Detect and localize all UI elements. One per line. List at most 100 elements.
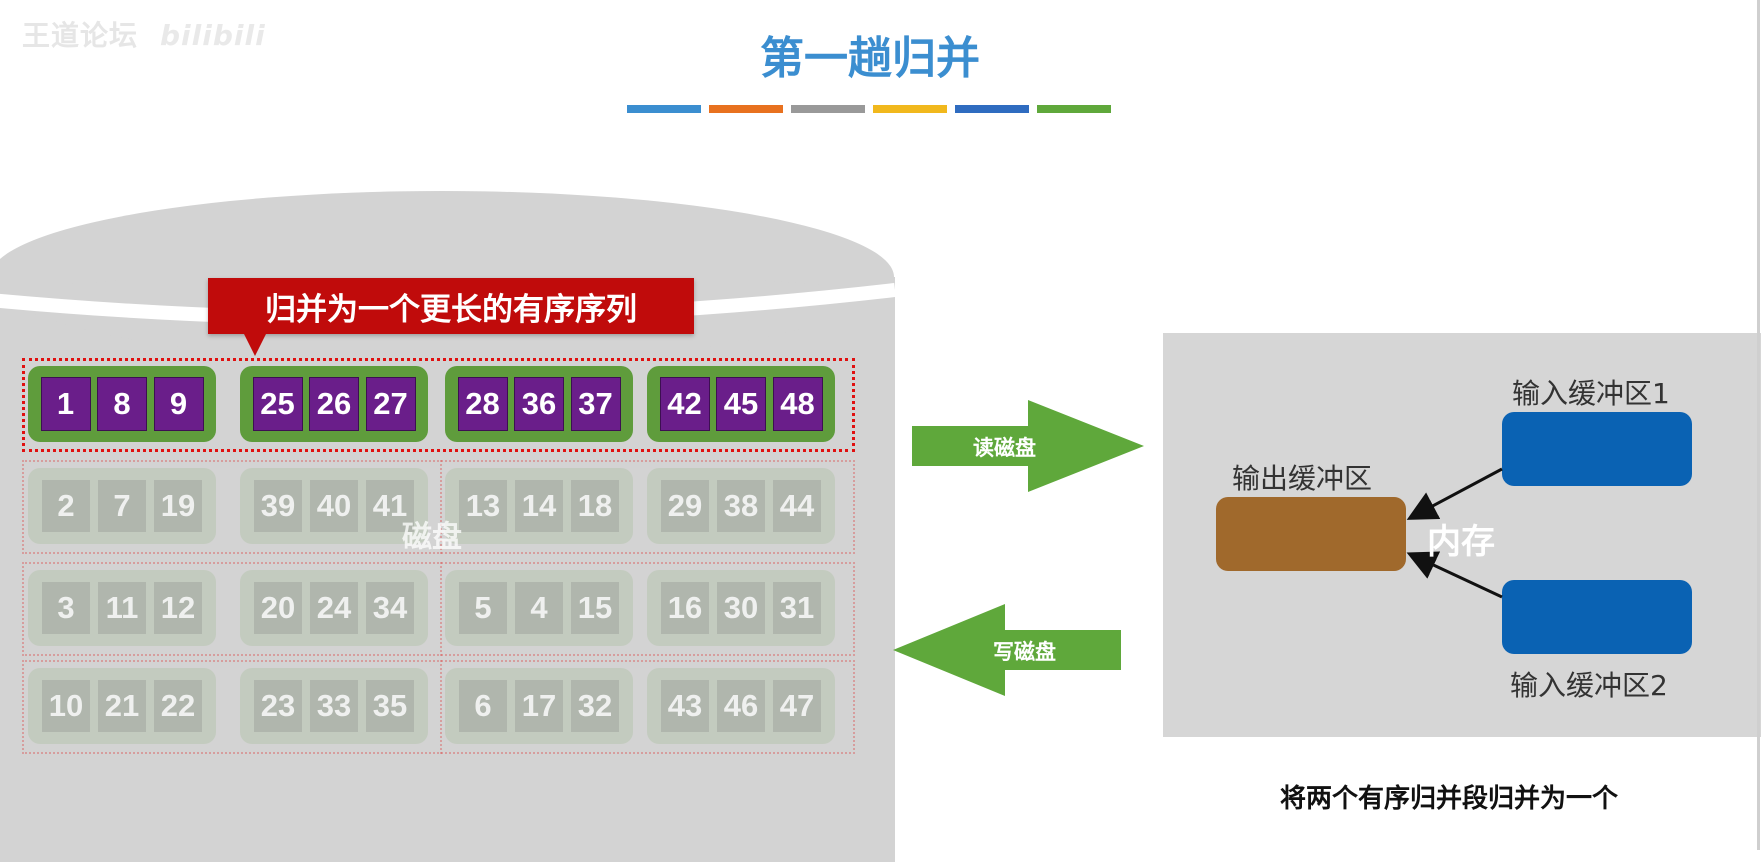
row-outline [22,660,855,754]
record-cell: 46 [717,680,765,732]
record-cell: 2 [42,480,90,532]
record-cell: 48 [772,377,823,431]
record-cell: 41 [366,480,414,532]
read-disk-arrow [912,400,1144,492]
row-outline [22,460,855,554]
record-cell: 6 [459,680,507,732]
merge-callout: 归并为一个更长的有序序列 [208,278,694,334]
color-bar [709,105,783,113]
color-bar [955,105,1029,113]
record-cell: 19 [154,480,202,532]
disk-label: 磁盘 [402,520,462,555]
record-cell: 26 [309,377,359,431]
active-merge-outline [22,358,855,452]
record-cell: 9 [153,377,204,431]
write-disk-label: 写磁盘 [993,640,1056,664]
record-cell: 27 [365,377,416,431]
record-cell: 29 [661,480,709,532]
callout-pointer [243,332,267,356]
record-cell: 35 [366,680,414,732]
record-cell: 43 [661,680,709,732]
record-cell: 24 [310,582,358,634]
row-divider [440,562,442,656]
buffer-connectors [1406,467,1503,599]
record-cell: 20 [254,582,302,634]
input-buffer-2 [1502,580,1692,654]
record-cell: 3 [42,582,90,634]
input-buffer-1 [1502,412,1692,486]
record-cell: 44 [773,480,821,532]
record-cell: 28 [457,377,508,431]
row-outline [22,562,855,656]
row-divider [440,460,442,554]
record-cell: 15 [571,582,619,634]
input-buffer-2-label: 输入缓冲区2 [1510,669,1668,702]
color-bar [1037,105,1111,113]
slide-edge [1757,0,1760,850]
output-buffer [1216,497,1406,571]
read-disk-label: 读磁盘 [973,436,1036,460]
record-cell: 17 [515,680,563,732]
row-divider [440,660,442,754]
write-disk-arrow [893,604,1121,696]
record-cell: 30 [717,582,765,634]
record-cell: 47 [773,680,821,732]
record-cell: 21 [98,680,146,732]
color-bar [791,105,865,113]
record-cell: 32 [571,680,619,732]
record-cell: 1 [40,377,91,431]
record-cell: 23 [254,680,302,732]
record-cell: 12 [154,582,202,634]
record-cell: 36 [514,377,564,431]
record-cell: 39 [254,480,302,532]
record-cell: 38 [717,480,765,532]
record-cell: 18 [571,480,619,532]
watermark-text: 王道论坛 [22,19,139,52]
record-cell: 31 [773,582,821,634]
record-cell: 8 [97,377,147,431]
record-cell: 13 [459,480,507,532]
record-cell: 14 [515,480,563,532]
watermark: 王道论坛 bilibili [22,14,266,54]
input-2-to-output-arrow [1406,551,1503,599]
input-buffer-1-label: 输入缓冲区1 [1512,377,1670,410]
bilibili-logo: bilibili [160,19,266,52]
record-cell: 42 [659,377,710,431]
record-cell: 22 [154,680,202,732]
record-cell: 11 [98,582,146,634]
record-cell: 40 [310,480,358,532]
output-buffer-label: 输出缓冲区 [1232,462,1373,495]
color-bar [873,105,947,113]
input-1-to-output-arrow [1406,467,1503,520]
record-cell: 16 [661,582,709,634]
record-cell: 7 [98,480,146,532]
record-cell: 5 [459,582,507,634]
record-cell: 37 [570,377,621,431]
caption: 将两个有序归并段归并为一个 [1280,784,1619,814]
memory-label: 内存 [1427,522,1495,562]
record-cell: 10 [42,680,90,732]
color-bar [627,105,701,113]
record-cell: 45 [716,377,766,431]
record-cell: 34 [366,582,414,634]
record-cell: 25 [252,377,303,431]
record-cell: 4 [515,582,563,634]
page-title: 第一趟归并 [760,33,980,84]
record-cell: 33 [310,680,358,732]
